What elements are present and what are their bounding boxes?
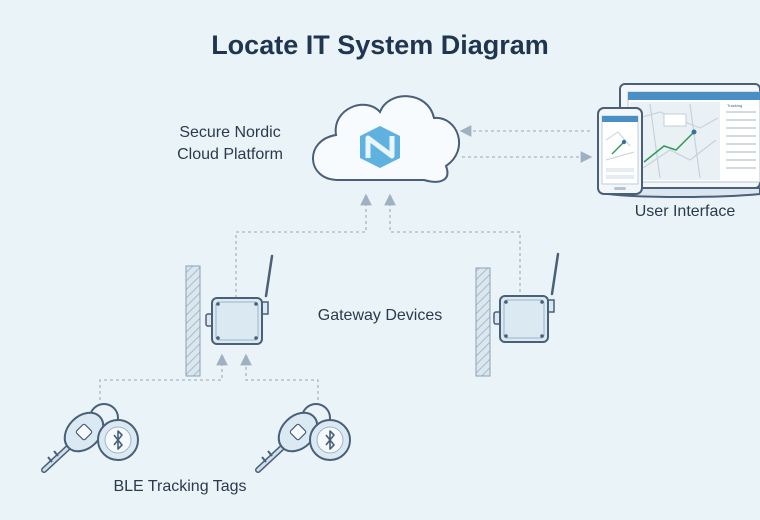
car-key-icon	[255, 411, 319, 473]
nordic-logo-icon	[360, 126, 400, 168]
laptop-sidebar-list	[726, 111, 756, 169]
gateway-left-to-cloud-line	[235, 193, 372, 298]
tag-right-to-gateway-line	[240, 353, 319, 400]
wall-right	[475, 267, 491, 377]
laptop-screen-header: Tracking	[727, 103, 742, 108]
bluetooth-tag-icon	[97, 419, 139, 461]
wall-left	[185, 265, 201, 377]
diagram-title: Locate IT System Diagram	[211, 30, 549, 60]
tag-left-to-gateway-line	[99, 353, 228, 400]
bluetooth-tag-icon	[309, 419, 351, 461]
cloud-label-line-2: Cloud Platform	[177, 146, 283, 163]
cloud-platform-label: Secure Nordic Cloud Platform	[150, 122, 310, 166]
gateway-device-left	[185, 254, 274, 377]
laptop-icon: Tracking	[607, 83, 760, 198]
phone-icon	[597, 107, 643, 195]
connector-lines	[99, 125, 593, 400]
cloud-icon	[312, 95, 461, 183]
gateway-devices-label: Gateway Devices	[317, 307, 443, 324]
laptop-map	[630, 102, 720, 180]
gateway-device-right	[475, 252, 560, 377]
ble-tags-label: BLE Tracking Tags	[113, 478, 247, 495]
gateway-right-to-cloud-line	[384, 193, 521, 298]
ble-tag-left	[41, 403, 139, 473]
car-key-icon	[41, 411, 105, 473]
user-interface-label: User Interface	[634, 203, 736, 220]
cloud-label-line-1: Secure Nordic	[179, 124, 281, 141]
ble-tag-right	[255, 403, 351, 473]
